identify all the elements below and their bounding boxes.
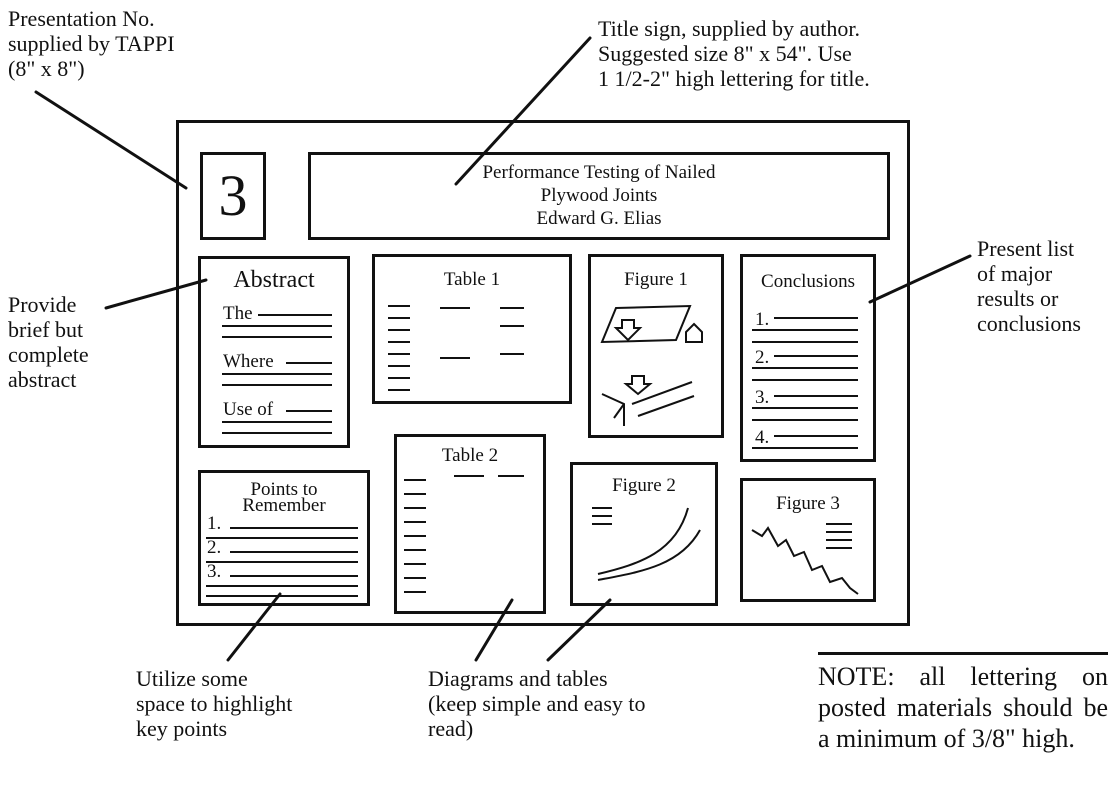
leader-presentation-number [34, 90, 188, 190]
table-2-panel: Table 2 [394, 434, 546, 614]
presentation-number: 3 [218, 163, 248, 228]
point-item-3: 3. [207, 561, 222, 582]
conclusions-heading: Conclusions [761, 271, 855, 292]
title-sign-callout: Title sign, supplied by author. Suggeste… [598, 16, 870, 91]
title-sign: Performance Testing of Nailed Plywood Jo… [308, 152, 890, 240]
conclusion-item-3: 3. [755, 387, 770, 408]
table-1-label: Table 1 [443, 269, 501, 290]
abstract-line-use-of: Use of [223, 399, 274, 420]
abstract-callout: Provide brief but complete abstract [8, 292, 89, 392]
points-heading-line-2: Remember [242, 495, 326, 516]
abstract-line-where: Where [223, 351, 274, 372]
conclusions-panel: Conclusions 1. 2. 3. 4. [740, 254, 876, 462]
conclusion-item-4: 4. [755, 427, 770, 448]
point-item-1: 1. [207, 513, 222, 534]
presentation-number-box: 3 [200, 152, 266, 240]
poster-author: Edward G. Elias [536, 208, 662, 229]
figure-2-panel: Figure 2 [570, 462, 718, 606]
figure-2-label: Figure 2 [612, 475, 676, 496]
figure-1-panel: Figure 1 [588, 254, 724, 438]
poster-title-line-1: Performance Testing of Nailed [482, 162, 716, 183]
diagrams-callout: Diagrams and tables (keep simple and eas… [428, 666, 646, 741]
lettering-note: NOTE: all lettering on posted materials … [818, 652, 1108, 754]
point-item-2: 2. [207, 537, 222, 558]
points-heading-line-1: Points to [250, 479, 318, 500]
figure-3-panel: Figure 3 [740, 478, 876, 602]
points-panel: Points to Remember 1. 2. 3. [198, 470, 370, 606]
abstract-heading: Abstract [233, 267, 315, 293]
conclusion-item-2: 2. [755, 347, 770, 368]
table-1-panel: Table 1 [372, 254, 572, 404]
figure-3-label: Figure 3 [776, 493, 840, 514]
abstract-panel: Abstract The Where Use of [198, 256, 350, 448]
abstract-line-the: The [223, 303, 253, 324]
conclusion-item-1: 1. [755, 309, 770, 330]
figure-1-label: Figure 1 [624, 269, 688, 290]
table-2-label: Table 2 [441, 445, 499, 466]
presentation-number-callout: Presentation No. supplied by TAPPI (8" x… [8, 6, 175, 81]
conclusions-callout: Present list of major results or conclus… [977, 236, 1081, 336]
poster-title-line-2: Plywood Joints [540, 185, 658, 206]
key-points-callout: Utilize some space to highlight key poin… [136, 666, 293, 741]
